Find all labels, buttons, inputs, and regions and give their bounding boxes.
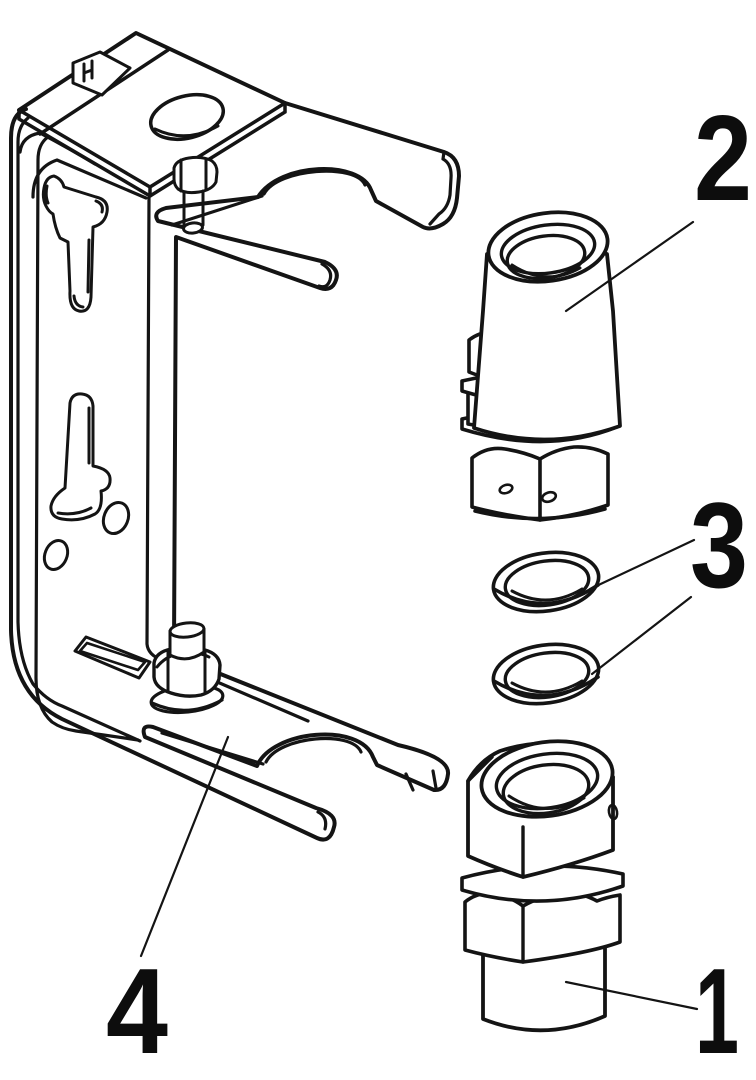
p1-mouth-bore — [501, 762, 591, 816]
p2-bore-inner-arc — [510, 263, 582, 279]
top-plate-edges — [17, 48, 287, 198]
p2-hex-bottom-facet — [473, 457, 607, 522]
face-hole-left — [42, 538, 70, 572]
bottom-bolt-stub-top — [168, 621, 206, 639]
leader-line-2 — [564, 220, 695, 313]
bracket-silhouette — [9, 31, 461, 842]
bottom-arm-cutout-inner — [160, 670, 438, 831]
top-arm-hole — [148, 92, 226, 142]
leader-line-3a — [588, 538, 696, 591]
top-bolt-details — [179, 157, 208, 228]
top-arm-hole-thickness — [153, 124, 220, 138]
p1-cylinder — [481, 940, 607, 1033]
leader-line-3b — [590, 595, 693, 676]
leader-lines — [139, 220, 699, 1011]
callout-label-1: 1 — [695, 943, 739, 1079]
plate-notch-tab — [82, 59, 94, 83]
p1-bore-inner-arc — [507, 794, 586, 810]
p1-side-hole — [607, 803, 619, 821]
mounting-bracket — [9, 31, 461, 842]
leader-line-1 — [564, 980, 699, 1011]
callout-label-4: 4 — [106, 943, 168, 1079]
bottom-bolt-nut-facets — [155, 649, 211, 695]
bottom-bolt-washer-edge — [150, 698, 224, 712]
p2-hex-hole-a — [498, 483, 514, 495]
top-bolt-tip — [182, 221, 204, 235]
upper-coupling-fitting — [460, 210, 622, 522]
keyhole-slot-lower — [49, 392, 112, 522]
washer2-thickness — [492, 675, 600, 698]
callout-label-2: 2 — [694, 90, 752, 226]
bottom-arm-slot-inner — [78, 641, 147, 672]
top-arm-cutout-inner — [170, 150, 453, 289]
plate-notch — [71, 50, 132, 97]
leader-line-4 — [139, 735, 230, 958]
washer2-inner-arc — [510, 679, 584, 694]
keyhole-slot-upper — [41, 174, 109, 313]
face-hole-right — [101, 500, 131, 536]
washer1-inner-arc — [510, 587, 584, 602]
lower-coupling-fitting — [460, 739, 625, 1033]
p2-mouth-ring — [499, 222, 597, 276]
callout-label-3: 3 — [690, 477, 748, 613]
washer1-thickness — [492, 583, 600, 606]
washer1-inner — [503, 558, 591, 608]
sealing-washers — [491, 550, 601, 706]
p2-hex-hole-b — [540, 490, 558, 504]
washer2-inner — [503, 650, 591, 700]
